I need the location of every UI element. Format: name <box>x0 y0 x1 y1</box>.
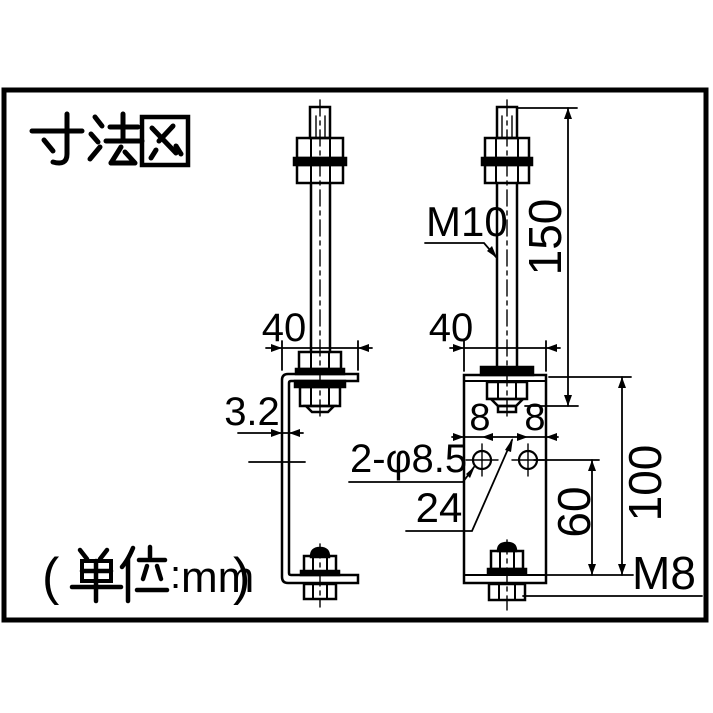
rod-tip-threads-left <box>315 115 326 139</box>
kanji-tan <box>69 547 124 604</box>
units-mm: mm <box>181 553 254 602</box>
dimensions: 40 3.2 40 M10 150 8 8 <box>224 107 703 599</box>
dim-hole-height: 60 <box>548 486 600 537</box>
label-rod-thread: M10 <box>426 198 508 245</box>
dim-rod-length: 150 <box>519 199 571 276</box>
kanji-i <box>119 544 170 604</box>
rod-end-tip-right <box>496 404 518 414</box>
leader-hole-pitch <box>405 439 513 532</box>
title-kanji <box>29 111 191 168</box>
rod-right <box>495 181 519 369</box>
kanji-hou <box>87 111 145 166</box>
label-bottom-thread: M8 <box>632 547 696 599</box>
drawing-frame <box>1 87 709 623</box>
top-nut-2-left <box>295 163 345 185</box>
kanji-sun <box>29 111 85 166</box>
dim-left40-extensions <box>281 340 359 371</box>
side-view <box>280 99 360 608</box>
units-colon: : <box>170 553 181 597</box>
dim-right-flange-width: 40 <box>429 306 474 350</box>
kanji-zu <box>139 114 191 168</box>
front-view <box>462 99 548 612</box>
label-hole-spec: 2-φ8.5 <box>350 437 467 481</box>
dim-bracket-height: 100 <box>619 445 671 522</box>
bracket-profile <box>280 372 360 585</box>
top-nut-2-right <box>483 163 531 185</box>
dim-left-flange-width: 40 <box>262 306 307 350</box>
dim-hole-pitch: 24 <box>416 484 463 531</box>
dim-right40-extensions <box>463 340 547 372</box>
units-open-paren: ( <box>42 548 60 606</box>
dim-hole-edge-right: 8 <box>524 397 545 439</box>
dim-plate-thickness: 3.2 <box>224 390 280 434</box>
units-close-paren: ) <box>233 548 250 606</box>
rod-end-left <box>302 404 338 414</box>
rod-left <box>309 181 332 354</box>
units-note: ( : mm ) <box>42 544 254 606</box>
hole-left-centermarks <box>465 443 499 477</box>
dim-hole-edge-left: 8 <box>469 397 490 439</box>
